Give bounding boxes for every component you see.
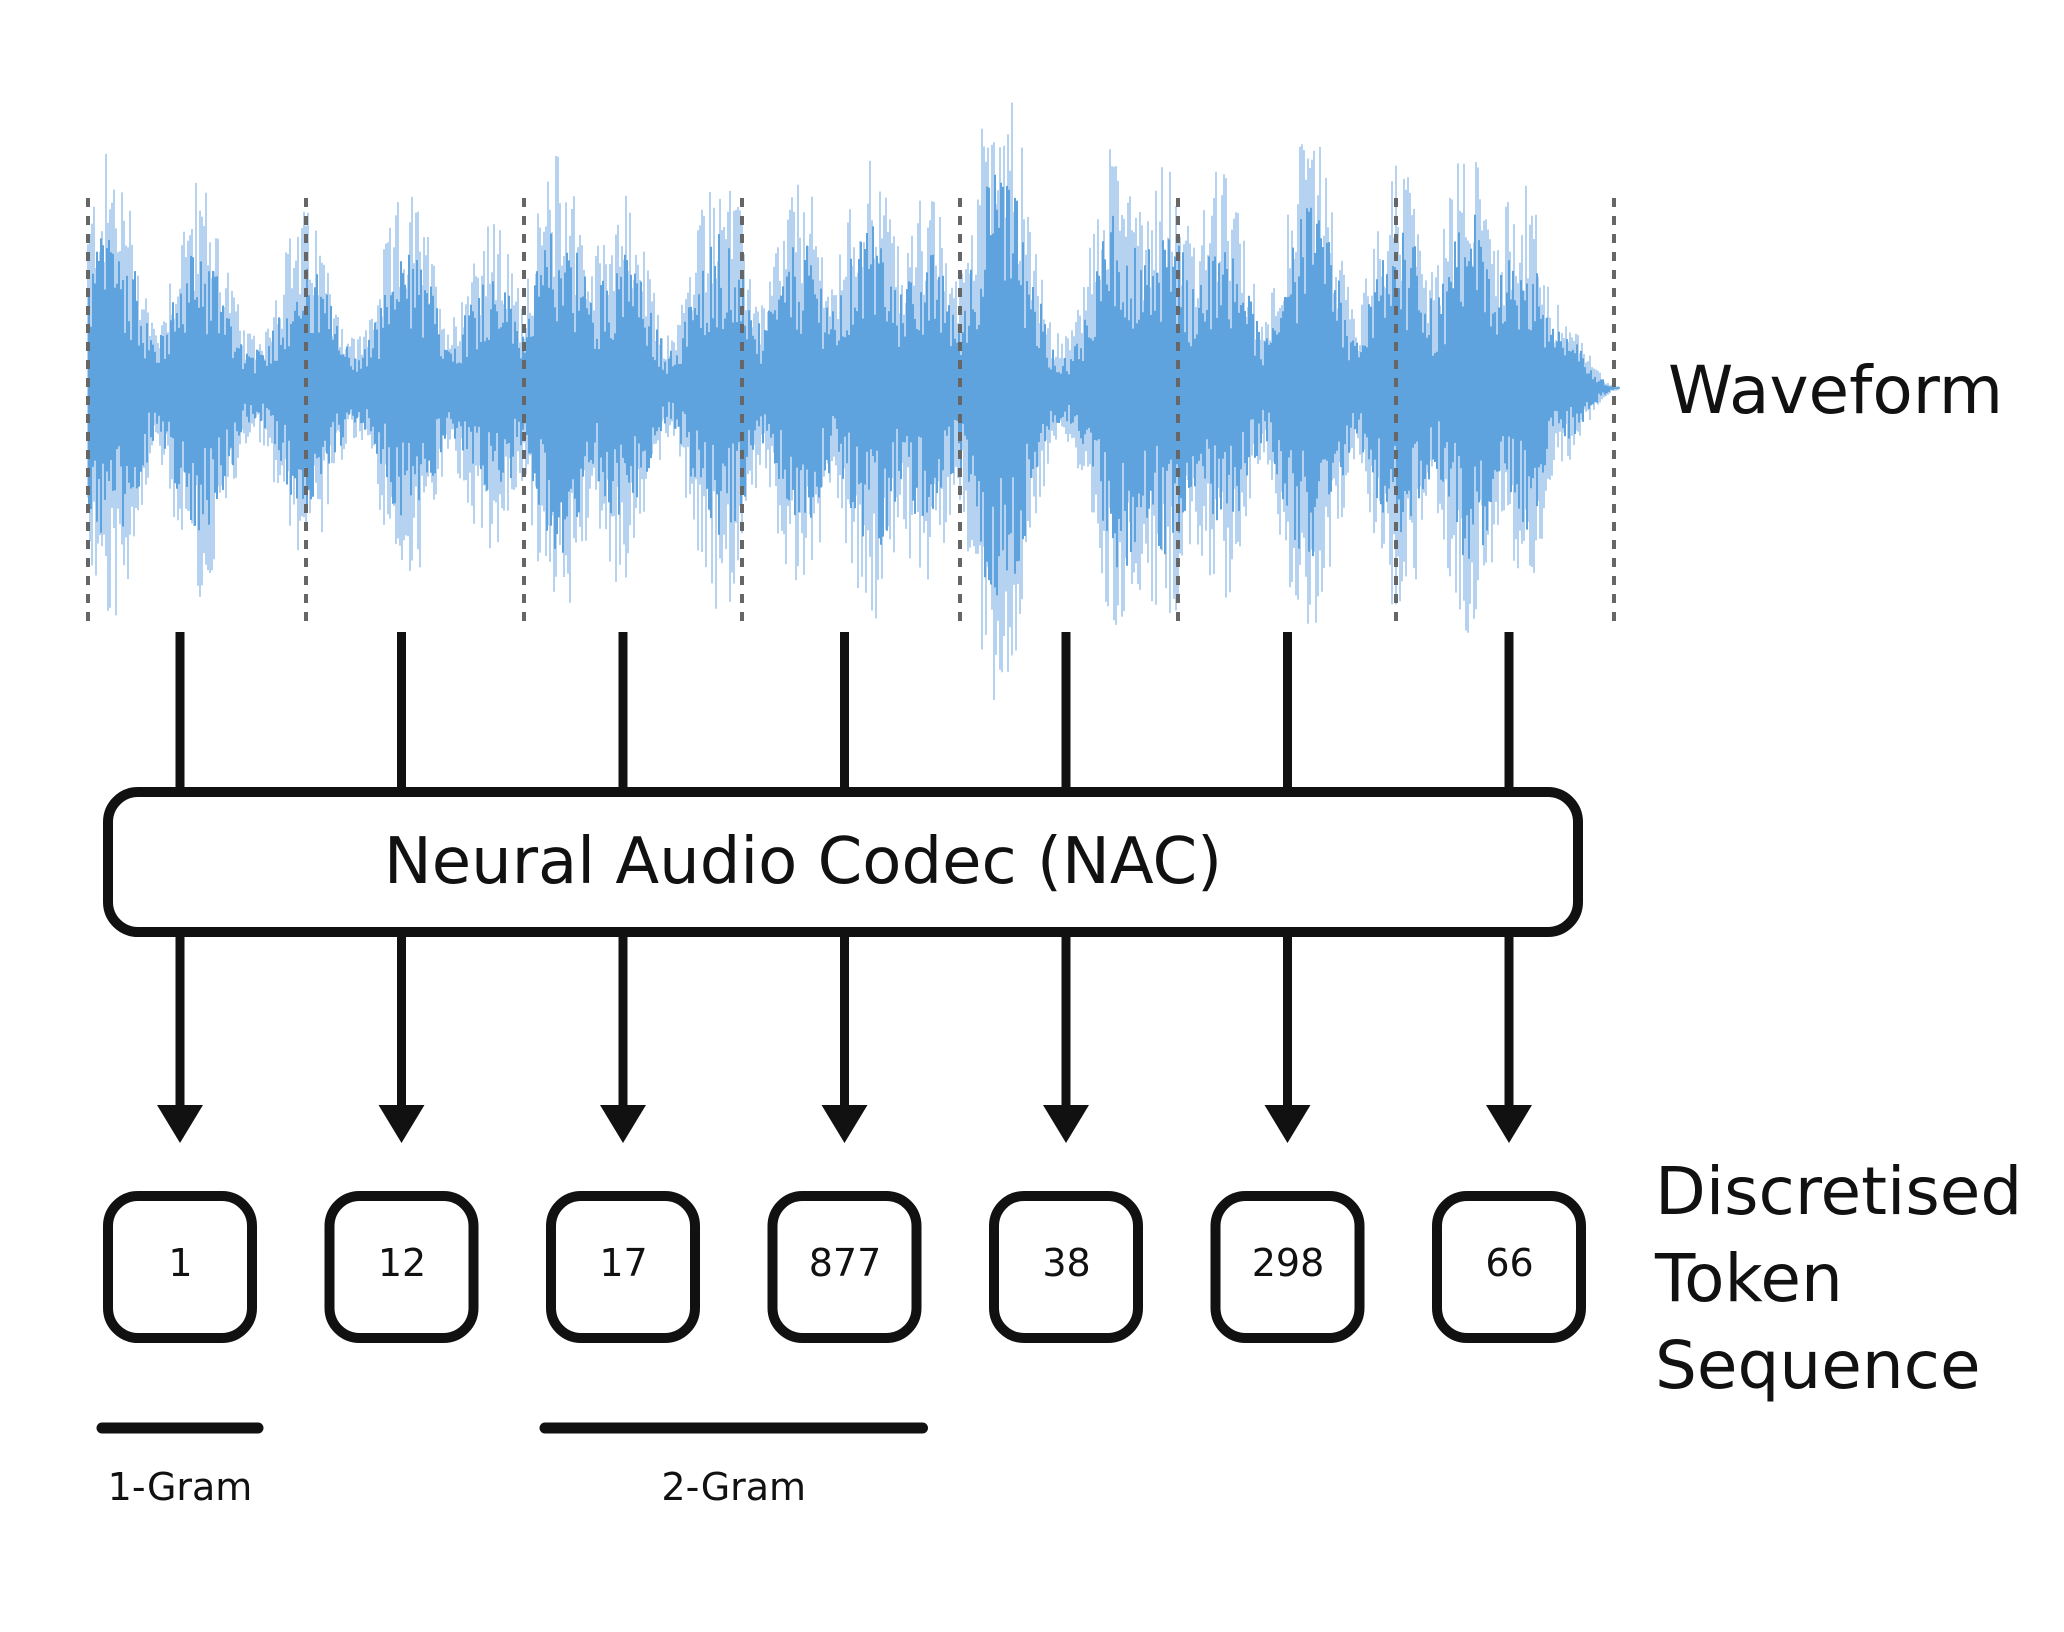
token-box-5 — [989, 1191, 1143, 1343]
token-sequence-label: Discretised Token Sequence — [1655, 1148, 2022, 1409]
output-arrows — [157, 932, 1532, 1143]
waveform-plot — [87, 102, 1620, 700]
token-box-7 — [1432, 1191, 1586, 1343]
token-sequence-label-line-2: Token — [1655, 1240, 1843, 1317]
token-value-4: 877 — [808, 1241, 882, 1285]
token-value-7: 66 — [1485, 1241, 1534, 1285]
token-box-3 — [546, 1191, 700, 1343]
token-box-2 — [324, 1191, 479, 1343]
token-value-2: 12 — [377, 1241, 427, 1285]
ngram-label-1: 1-Gram — [107, 1465, 253, 1509]
waveform-label: Waveform — [1668, 352, 2004, 429]
output-arrowhead-6 — [1264, 1105, 1311, 1143]
token-value-5: 38 — [1042, 1241, 1091, 1285]
codec-label: Neural Audio Codec (NAC) — [383, 825, 1223, 899]
token-value-3: 17 — [599, 1241, 648, 1285]
token-value-1: 1 — [168, 1241, 193, 1285]
input-connector-lines — [175, 632, 1514, 792]
output-arrowhead-1 — [157, 1105, 203, 1143]
token-box-6 — [1210, 1191, 1365, 1343]
output-arrowhead-5 — [1043, 1105, 1089, 1143]
output-arrowhead-4 — [821, 1105, 868, 1143]
output-arrowhead-7 — [1486, 1105, 1532, 1143]
token-box-1 — [103, 1191, 257, 1343]
ngram-label-2: 2-Gram — [661, 1465, 807, 1509]
token-box-4 — [767, 1191, 922, 1343]
token-value-6: 298 — [1251, 1241, 1325, 1285]
token-sequence-label-line-3: Sequence — [1655, 1327, 1981, 1404]
output-arrowhead-2 — [378, 1105, 425, 1143]
token-boxes — [103, 1191, 1586, 1343]
output-arrowhead-3 — [600, 1105, 646, 1143]
token-sequence-label-line-1: Discretised — [1655, 1153, 2023, 1230]
